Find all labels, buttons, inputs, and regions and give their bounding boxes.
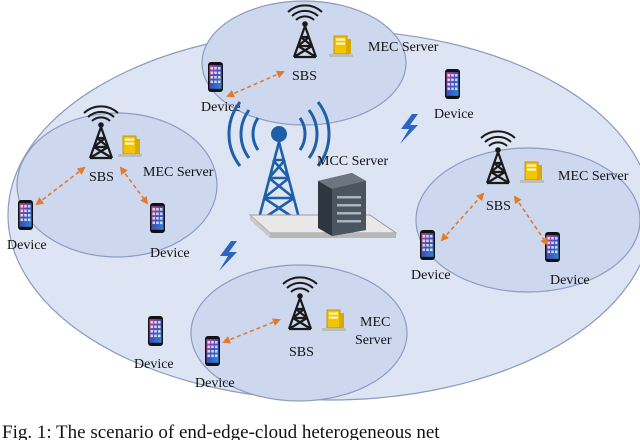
link-arrow <box>226 70 285 98</box>
link-arrow <box>35 166 86 206</box>
sbs-label: SBS <box>289 345 314 360</box>
cell-left <box>16 112 218 258</box>
cell-bottom <box>190 264 408 402</box>
device-label: Device <box>150 246 190 261</box>
smartphone-icon <box>150 203 165 233</box>
device-label: Device <box>434 107 474 122</box>
smartphone-icon <box>545 232 560 262</box>
sbs-label: SBS <box>89 170 114 185</box>
device-label: Device <box>411 268 451 283</box>
mec-server-label: MEC Server <box>368 40 439 55</box>
link-arrow <box>513 195 549 246</box>
device-label: Device <box>201 100 241 115</box>
device-label: Device <box>134 357 174 372</box>
server-label: Server <box>355 333 392 348</box>
figure-caption: Fig. 1: The scenario of end-edge-cloud h… <box>2 422 440 440</box>
smartphone-icon <box>148 316 163 346</box>
device-label: Device <box>550 273 590 288</box>
smartphone-icon <box>205 336 220 366</box>
mcc-server-icon <box>318 173 366 236</box>
device-label: Device <box>7 238 47 253</box>
link-arrow <box>440 192 485 242</box>
smartphone-icon <box>18 200 33 230</box>
device-label: Device <box>195 376 235 391</box>
sbs-label: SBS <box>486 199 511 214</box>
mec-server-label: MEC Server <box>143 165 214 180</box>
mec-server-label: MEC Server <box>558 169 629 184</box>
mec-label: MEC <box>360 315 390 330</box>
link-arrow <box>222 318 281 344</box>
smartphone-icon <box>445 69 460 99</box>
smartphone-icon <box>420 230 435 260</box>
mcc-server-label: MCC Server <box>317 154 389 169</box>
link-arrow <box>119 166 149 205</box>
sbs-label: SBS <box>292 69 317 84</box>
smartphone-icon <box>208 62 223 92</box>
